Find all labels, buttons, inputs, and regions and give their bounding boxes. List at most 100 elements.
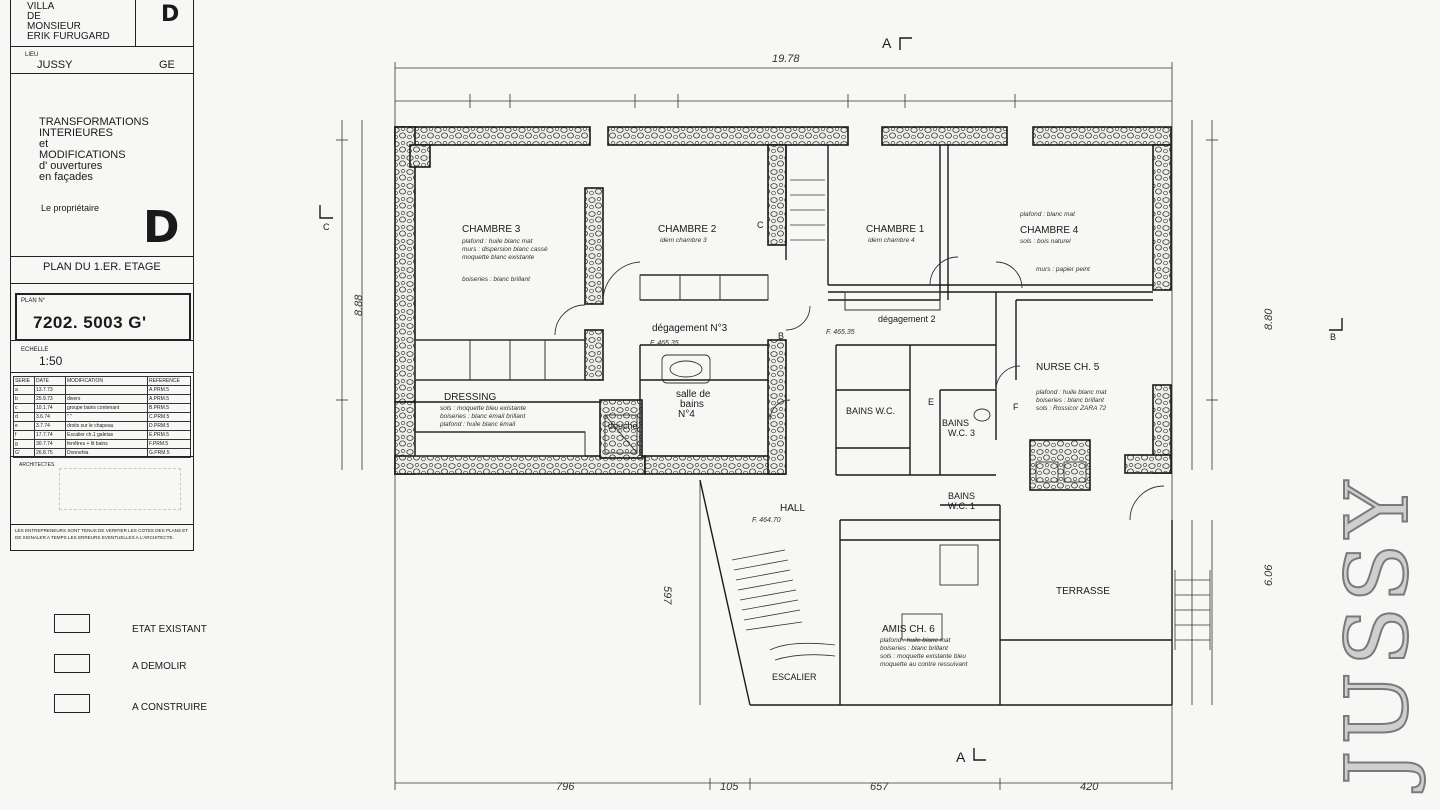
section-mark-c: C xyxy=(323,222,330,232)
legend-swatch-construct xyxy=(54,694,90,713)
room-label-salle-de-bains-3: N°4 xyxy=(678,409,695,420)
divider xyxy=(11,524,193,525)
legend-label-existing: ETAT EXISTANT xyxy=(132,624,207,635)
room-label-bains-wc1-b: W.C. 1 xyxy=(948,501,975,511)
finish-note: boiseries : blanc brillant xyxy=(1036,397,1105,404)
divider xyxy=(11,256,193,257)
plan-title: PLAN DU 1.ER. ETAGE xyxy=(43,261,161,273)
contractor-note: LES ENTREPRENEURS SONT TENUS DE VERIFIER… xyxy=(15,528,189,540)
section-mark-f: F xyxy=(1013,402,1019,412)
plan-number: 7202. 5003 G' xyxy=(33,313,147,332)
room-label-chambre-4: CHAMBRE 4 xyxy=(1020,225,1079,236)
dim-bottom-3: 657 xyxy=(870,781,889,793)
description-line-5: d' ouvertures xyxy=(39,160,103,172)
section-mark-a-top: A xyxy=(882,35,892,51)
finish-note: moquette blanc existante xyxy=(462,254,535,261)
owner-line-4: ERIK FURUGARD xyxy=(27,31,110,42)
room-label-hall: HALL xyxy=(780,503,805,514)
room-label-bains-wc: BAINS W.C. xyxy=(846,406,895,416)
sanitary-fixtures xyxy=(604,354,1087,641)
room-label-nurse: NURSE CH. 5 xyxy=(1036,362,1100,373)
dim-bottom-1: 796 xyxy=(556,781,575,793)
dim-right: 8.80 xyxy=(1263,308,1275,330)
room-label-bains-wc1: BAINS xyxy=(948,491,975,501)
section-mark-a-bottom: A xyxy=(956,749,966,765)
divider xyxy=(11,372,193,373)
scale-label: ECHELLE xyxy=(21,347,49,353)
description-line-1: TRANSFORMATIONS xyxy=(39,116,149,128)
stone-walls xyxy=(394,126,1172,491)
finish-note: plafond : huile blanc émail xyxy=(439,421,516,428)
finish-note: murs : papier peint xyxy=(1036,266,1091,273)
door-swings xyxy=(554,256,1165,521)
section-mark-b-inner: B xyxy=(778,331,784,341)
divider xyxy=(11,46,193,47)
room-label-chambre-3: CHAMBRE 3 xyxy=(462,224,521,235)
finish-note: idem chambre 3 xyxy=(660,237,707,244)
sheet-letter: D xyxy=(161,2,180,27)
room-label-terrasse: TERRASSE xyxy=(1056,586,1110,597)
owner-line-2: DE xyxy=(27,11,41,22)
room-label-amis: AMIS CH. 6 xyxy=(882,624,935,635)
finish-note: plafond : huile blanc mat xyxy=(1035,389,1108,396)
finish-note: plafond : huile blanc mat xyxy=(461,238,534,245)
finish-note: moquette au contre ressuivant xyxy=(880,661,969,668)
section-mark-e: E xyxy=(928,397,934,407)
title-block: VILLA DE MONSIEUR ERIK FURUGARD D LIEU J… xyxy=(10,0,194,551)
divider xyxy=(11,283,193,284)
jussy-stamp-text: JUSSY xyxy=(1327,474,1429,786)
architects-stamp xyxy=(59,468,181,510)
finish-note: sols : moquette bleu existante xyxy=(440,405,526,412)
finish-note: plafond : blanc mat xyxy=(1019,211,1076,218)
room-label-salle-de-bains: salle de xyxy=(676,389,711,400)
room-label-escalier: ESCALIER xyxy=(772,672,817,682)
architects-label: ARCHITECTES xyxy=(19,462,55,468)
description-line-4: MODIFICATIONS xyxy=(39,149,126,161)
dim-bottom-4: 420 xyxy=(1080,781,1099,793)
description-line-3: et xyxy=(39,138,49,150)
finish-note: sols : moquette existante bleu xyxy=(880,653,966,660)
section-mark-b: B xyxy=(1330,332,1336,342)
owner-line-3: MONSIEUR xyxy=(27,21,81,32)
canton: GE xyxy=(159,59,175,71)
legend-swatch-existing xyxy=(54,614,90,633)
room-label-chambre-2: CHAMBRE 2 xyxy=(658,224,717,235)
room-label-dressing: DRESSING xyxy=(444,392,496,403)
description-line-6: en façades xyxy=(39,171,93,183)
place-prefix: LIEU xyxy=(25,52,39,58)
floor-level: F. 464.70 xyxy=(752,517,781,524)
finish-note: plafond : huile blanc mat xyxy=(879,637,952,644)
dim-stair: 597 xyxy=(661,586,673,605)
divider xyxy=(11,340,193,341)
revision-cell: G.PRM.5 xyxy=(147,448,191,458)
finish-note: murs : dispersion blanc cassé xyxy=(462,246,548,253)
room-label-salle-de-bains-2: bains xyxy=(680,399,704,410)
scale-value: 1:50 xyxy=(39,354,63,368)
finish-note: boiseries : blanc émail brillant xyxy=(440,413,526,420)
legend-label-construct: A CONSTRUIRE xyxy=(132,702,208,713)
floor-level: F. 465.35 xyxy=(650,340,679,347)
room-label-chambre-1: CHAMBRE 1 xyxy=(866,224,925,235)
dim-bottom-2: 105 xyxy=(720,781,739,793)
room-label-bains-wc3-b: W.C. 3 xyxy=(948,428,975,438)
room-label-degagement-2: dégagement 2 xyxy=(878,314,936,324)
section-mark-c-inner: C xyxy=(757,220,764,230)
plan-number-label: PLAN N° xyxy=(21,298,46,304)
divider xyxy=(11,73,193,74)
legend-swatch-demolish xyxy=(54,654,90,673)
finish-note: boiseries : blanc brillant xyxy=(880,645,949,652)
stair-treads xyxy=(731,179,1211,661)
cupboards xyxy=(414,274,941,457)
finish-note: idem chambre 4 xyxy=(868,237,915,244)
owner-label: Le propriétaire xyxy=(41,203,100,213)
dim-left: 8.88 xyxy=(353,294,365,316)
finish-note: sols : bois naturel xyxy=(1020,238,1071,245)
divider xyxy=(11,456,193,457)
sheet-letter-box xyxy=(135,0,194,46)
room-label-bains-wc3: BAINS xyxy=(942,418,969,428)
finish-note: sols : Rossicor ZARA 72 xyxy=(1036,405,1107,412)
